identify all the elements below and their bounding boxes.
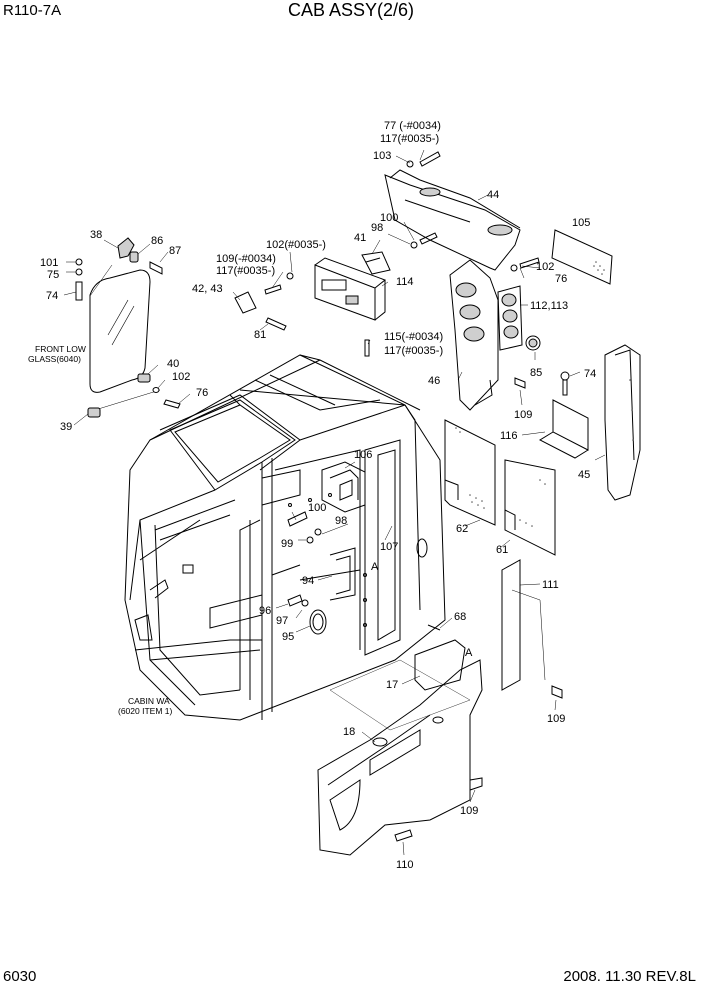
label-68: 68 [454,611,466,623]
bracket-116 [538,371,589,459]
plate-17 [329,624,471,731]
label-44: 44 [487,189,499,201]
label-112-113: 112,113 [530,300,568,312]
label-46: 46 [428,375,440,387]
label-61: 61 [496,544,508,556]
label-115: 115(-#0034) [384,331,443,343]
rear-panel-45 [604,344,641,501]
label-100-mid: 100 [308,502,326,514]
label-116: 116 [500,430,518,442]
label-39: 39 [60,421,72,433]
label-109-lower-right: 109 [547,713,565,725]
label-102-left: 102 [172,371,190,383]
label-97: 97 [276,615,288,627]
label-77: 77 (-#0034) [384,120,441,132]
fasteners-114 [234,272,370,357]
label-87: 87 [169,245,181,257]
front-low-glass [89,264,161,411]
label-98-mid: 98 [335,515,347,527]
label-100: 100 [380,212,398,224]
label-75: 75 [47,269,59,281]
label-a-upper: A [371,561,379,573]
handle-assembly-94 [287,511,356,635]
label-109-mid: 109 [514,409,532,421]
label-74-left: 74 [46,290,58,302]
label-38: 38 [90,229,102,241]
strip-111 [501,559,563,699]
label-114: 114 [396,276,414,288]
label-117-mid: 117(#0035-) [384,345,443,357]
lower-panel-18 [317,659,483,856]
leader-lines [63,149,606,856]
page-number: 6030 [3,968,37,985]
label-98: 98 [371,222,383,234]
label-107: 107 [380,541,398,553]
label-86: 86 [151,235,163,247]
label-74-right: 74 [584,368,596,380]
label-101: 101 [40,257,58,269]
label-102-right: 102 [536,261,554,273]
label-117: 117(#0035-) [380,133,439,145]
glass-hardware [75,237,181,418]
label-45: 45 [578,469,590,481]
panel-61 [504,459,556,556]
label-95: 95 [282,631,294,643]
label-117-upper: 117(#0035-) [216,265,275,277]
switch-block-112-113 [497,257,541,389]
label-cabin-wa: CABIN WA [128,696,170,706]
label-76-right: 76 [555,273,567,285]
label-18: 18 [343,726,355,738]
revision-date: 2008. 11.30 REV.8L [563,968,696,985]
label-41: 41 [354,232,366,244]
label-111: 111 [542,579,559,591]
label-110: 110 [396,859,414,871]
model-number: R110-7A [3,2,62,19]
label-81: 81 [254,329,266,341]
label-76-left: 76 [196,387,208,399]
side-panel-46 [449,259,499,411]
label-40: 40 [167,358,179,370]
cabin-frame [124,354,446,721]
label-6020-item-1: (6020 ITEM 1) [118,706,172,716]
label-42-43: 42, 43 [192,283,223,295]
label-109-upper: 109(-#0034) [216,253,276,265]
label-96: 96 [259,605,271,617]
bracket-106 [321,461,366,513]
part-labels: 77 (-#0034) 117(#0035-) 103 44 100 98 41… [28,120,596,871]
label-a-lower: A [465,647,473,659]
label-17: 17 [386,679,398,691]
upper-console-44 [384,151,521,271]
label-85: 85 [530,367,542,379]
label-105: 105 [572,217,590,229]
label-106: 106 [354,449,372,461]
label-99: 99 [281,538,293,550]
label-94: 94 [302,575,314,587]
box-114 [314,251,391,321]
label-103: 103 [373,150,391,162]
panel-62 [444,419,496,526]
label-109-bottom: 109 [460,805,478,817]
label-front-low: FRONT LOW [35,344,86,354]
label-62: 62 [456,523,468,535]
plate-105 [551,229,613,285]
page-title: CAB ASSY(2/6) [287,0,415,20]
label-glass-6040: GLASS(6040) [28,354,81,364]
label-102-upper: 102(#0035-) [266,239,326,251]
